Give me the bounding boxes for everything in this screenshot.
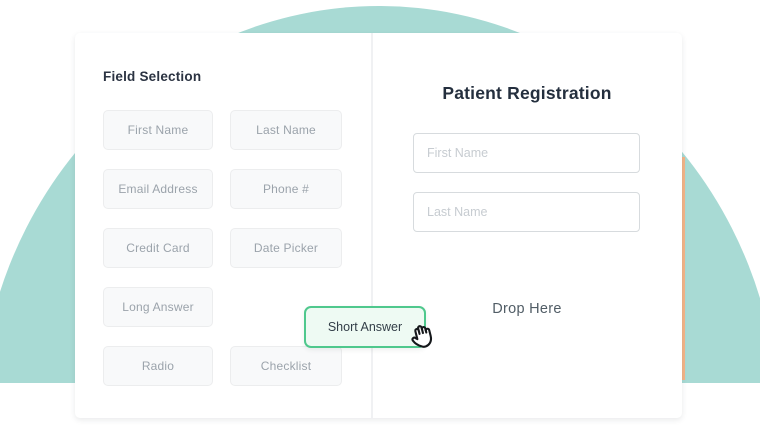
field-button[interactable]: First Name <box>103 110 213 150</box>
field-button[interactable]: Phone # <box>230 169 342 209</box>
field-selection-title: Field Selection <box>103 69 202 84</box>
field-button[interactable]: Credit Card <box>103 228 213 268</box>
field-button[interactable]: Date Picker <box>230 228 342 268</box>
field-button[interactable]: Email Address <box>103 169 213 209</box>
field-button[interactable]: Last Name <box>230 110 342 150</box>
form-preview-panel: Patient Registration Drop Here <box>372 33 682 418</box>
short-answer-drag-button[interactable]: Short Answer <box>304 306 426 348</box>
field-button[interactable]: Checklist <box>230 346 342 386</box>
last-name-input[interactable] <box>413 192 640 232</box>
panel-divider <box>371 33 373 418</box>
field-button[interactable]: Long Answer <box>103 287 213 327</box>
field-button[interactable]: Radio <box>103 346 213 386</box>
orange-accent-line <box>682 157 685 380</box>
form-title: Patient Registration <box>442 83 612 103</box>
first-name-input[interactable] <box>413 133 640 173</box>
grab-hand-cursor-icon <box>411 325 433 348</box>
drop-here-zone[interactable]: Drop Here <box>492 301 562 317</box>
